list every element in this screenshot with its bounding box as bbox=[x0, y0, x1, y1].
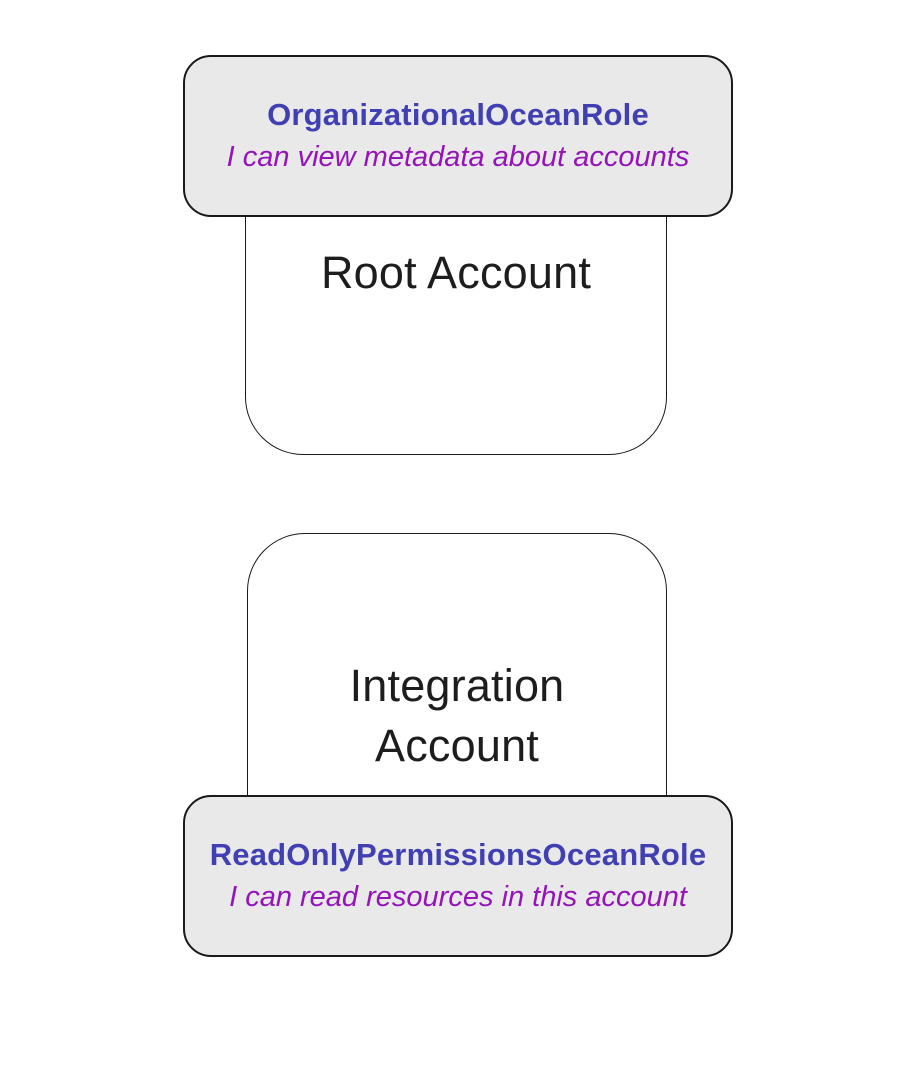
root-account-label: Root Account bbox=[320, 246, 592, 298]
integration-account-label: Integration Account bbox=[349, 659, 565, 771]
readonly-permissions-ocean-role-box: ReadOnlyPermissionsOceanRole I can read … bbox=[183, 795, 733, 957]
organizational-ocean-role-name: OrganizationalOceanRole bbox=[267, 97, 649, 132]
readonly-permissions-ocean-role-description: I can read resources in this account bbox=[229, 881, 687, 913]
readonly-permissions-ocean-role-name: ReadOnlyPermissionsOceanRole bbox=[209, 837, 707, 872]
organizational-ocean-role-description: I can view metadata about accounts bbox=[226, 141, 690, 173]
organizational-ocean-role-box: OrganizationalOceanRole I can view metad… bbox=[183, 55, 733, 217]
